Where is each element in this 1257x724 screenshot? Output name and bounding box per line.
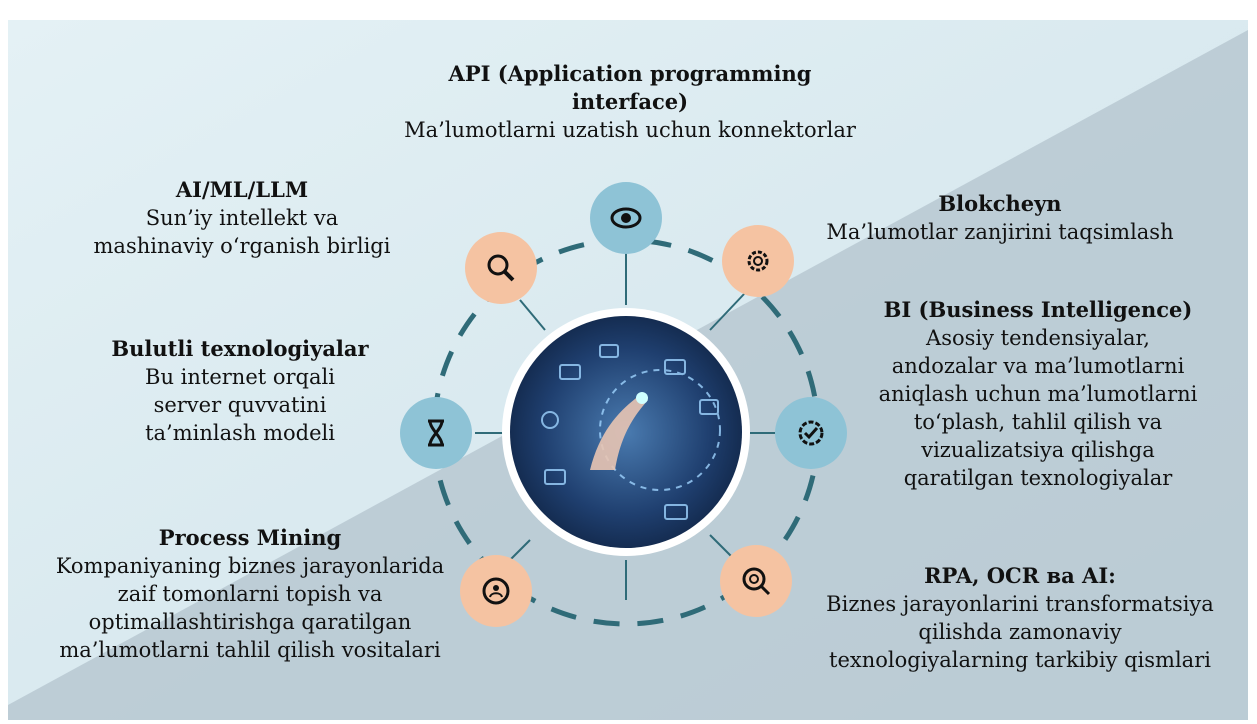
- label-ai: AI/ML/LLM Sun’iy intellekt va mashinaviy…: [62, 176, 422, 260]
- hourglass-icon: [428, 419, 444, 447]
- ai-desc: Sun’iy intellekt va mashinaviy o‘rganish…: [93, 206, 391, 258]
- search-icon: [487, 254, 515, 282]
- blockchain-desc: Ma’lumotlar zanjirini taqsimlash: [826, 220, 1174, 244]
- connector-lines: [475, 252, 775, 600]
- bi-desc: Asosiy tendensiyalar, andozalar va ma’lu…: [878, 326, 1198, 490]
- node-api: [590, 182, 662, 254]
- label-api: API (Application programming interface) …: [380, 60, 880, 144]
- target-person-icon: [482, 577, 510, 605]
- rpa-title: RPA, OCR ва AI:: [924, 563, 1116, 588]
- process-mining-title: Process Mining: [158, 525, 342, 550]
- eye-icon: [610, 207, 642, 229]
- center-hand: [590, 395, 648, 470]
- node-blockchain: [722, 225, 794, 297]
- node-bi: [775, 397, 847, 469]
- node-process-mining: [460, 555, 532, 627]
- api-desc: Ma’lumotlarni uzatish uchun konnektorlar: [404, 118, 856, 142]
- rpa-desc: Biznes jarayonlarini transformatsiya qil…: [826, 592, 1214, 672]
- label-cloud: Bulutli texnologiyalar Bu internet orqal…: [85, 335, 395, 447]
- ai-title: AI/ML/LLM: [175, 177, 309, 202]
- gear-check-icon: [798, 420, 824, 446]
- node-rpa: [720, 545, 792, 617]
- search-gear-icon: [742, 567, 771, 596]
- cloud-desc: Bu internet orqali server quvvatini ta’m…: [145, 365, 335, 445]
- label-bi: BI (Business Intelligence) Asosiy tenden…: [858, 296, 1218, 492]
- label-blockchain: Blokcheyn Ma’lumotlar zanjirini taqsimla…: [805, 190, 1195, 246]
- label-process-mining: Process Mining Kompaniyaning biznes jara…: [40, 524, 460, 664]
- node-cloud: [400, 397, 472, 469]
- node-ai: [465, 232, 537, 304]
- cloud-title: Bulutli texnologiyalar: [111, 336, 369, 361]
- center-image-decor: [541, 344, 721, 520]
- api-title: API (Application programming interface): [448, 61, 812, 114]
- bi-title: BI (Business Intelligence): [883, 297, 1193, 322]
- blockchain-title: Blokcheyn: [938, 191, 1062, 216]
- center-spark: [636, 392, 648, 404]
- label-rpa: RPA, OCR ва AI: Biznes jarayonlarini tra…: [820, 562, 1220, 674]
- gear-icon: [747, 250, 769, 272]
- process-mining-desc: Kompaniyaning biznes jarayonlarida zaif …: [55, 554, 445, 662]
